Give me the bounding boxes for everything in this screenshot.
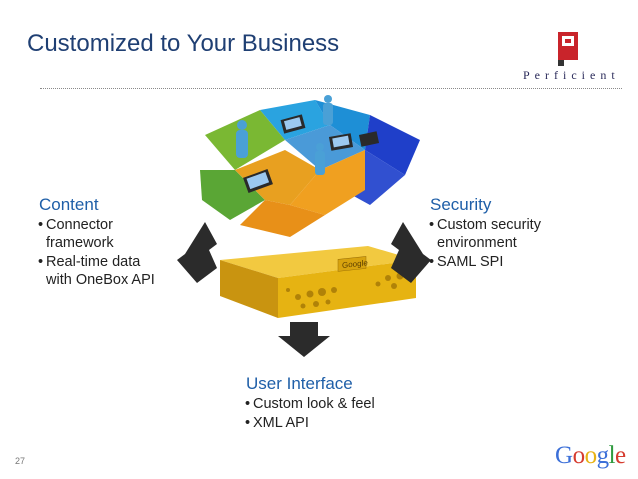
puzzle-illustration [190, 95, 425, 240]
content-bullet-1: •Connector framework [38, 216, 114, 252]
google-letter: o [573, 442, 585, 469]
google-letter: e [615, 442, 626, 469]
arrow-left-icon [175, 220, 220, 285]
content-heading: Content [39, 195, 99, 215]
google-letter: G [555, 442, 573, 469]
security-bullet-1: •Custom security environment [429, 216, 541, 252]
google-letter: o [585, 442, 597, 469]
page-title: Customized to Your Business [27, 30, 339, 58]
arrow-down-icon [276, 322, 332, 358]
title-divider [40, 88, 622, 89]
google-logo: Google [555, 442, 626, 470]
security-heading: Security [430, 195, 491, 215]
ui-bullet-2: •XML API [245, 414, 309, 432]
slide-number: 27 [15, 456, 25, 466]
perficient-wordmark: Perficient [523, 68, 620, 83]
ui-heading: User Interface [246, 374, 353, 394]
content-bullet-2: •Real-time data with OneBox API [38, 253, 155, 289]
arrow-right-icon [388, 220, 433, 285]
security-bullet-2: •SAML SPI [429, 253, 503, 271]
ui-bullet-1: •Custom look & feel [245, 395, 375, 413]
google-letter: g [597, 442, 609, 469]
